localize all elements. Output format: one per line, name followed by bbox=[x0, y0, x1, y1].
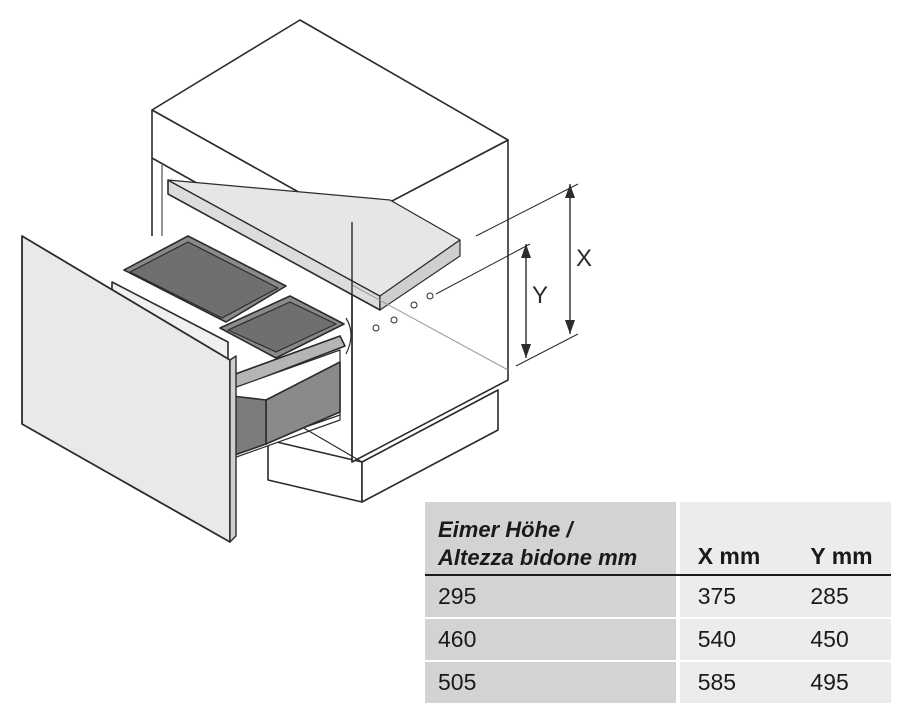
table-row: 460 540 450 bbox=[425, 617, 891, 661]
small-bin-inner bbox=[227, 301, 337, 353]
cell-height: 460 bbox=[425, 617, 677, 661]
drawer-side-ring bbox=[345, 317, 352, 355]
dimension-x-base bbox=[515, 333, 579, 367]
dimension-y-label: Y bbox=[532, 282, 548, 309]
header-x-mm: X mm bbox=[679, 502, 801, 576]
shelf-edge bbox=[379, 239, 461, 311]
cell-y: 495 bbox=[800, 660, 891, 703]
dimension-y-arrow-top bbox=[521, 244, 531, 258]
cell-height: 505 bbox=[425, 660, 677, 703]
cell-height: 295 bbox=[425, 575, 677, 618]
cell-x: 585 bbox=[679, 660, 801, 703]
header-bin-height-line2: Altezza bidone mm bbox=[438, 545, 638, 570]
table-row: 505 585 495 bbox=[425, 660, 891, 703]
cell-y: 450 bbox=[800, 617, 891, 661]
table-header-row: Eimer Höhe / Altezza bidone mm X mm Y mm bbox=[425, 502, 891, 576]
cell-x: 540 bbox=[679, 617, 801, 661]
header-bin-height-line1: Eimer Höhe / bbox=[438, 517, 573, 542]
dimension-x-extension-top bbox=[475, 183, 579, 237]
cell-y: 285 bbox=[800, 575, 891, 618]
dimension-x-arrow-top bbox=[565, 184, 575, 198]
drawer-front-edge bbox=[229, 355, 237, 543]
dimension-x-label: X bbox=[576, 245, 592, 272]
dimension-y-arrow-bottom bbox=[521, 344, 531, 358]
mounting-hole bbox=[426, 292, 434, 300]
table-row: 295 375 285 bbox=[425, 575, 891, 618]
cabinet-plinth bbox=[267, 439, 363, 503]
mounting-hole bbox=[410, 301, 418, 309]
cell-x: 375 bbox=[679, 575, 801, 618]
cabinet-plinth-side bbox=[361, 389, 499, 503]
header-y-mm: Y mm bbox=[800, 502, 891, 576]
dimension-y-extension-top bbox=[435, 243, 531, 295]
large-bin-inner bbox=[129, 241, 279, 319]
dimension-x-arrow-bottom bbox=[565, 320, 575, 334]
mounting-hole bbox=[372, 324, 380, 332]
mounting-hole bbox=[390, 316, 398, 324]
header-bin-height: Eimer Höhe / Altezza bidone mm bbox=[425, 502, 677, 576]
bin-height-dimension-table: Eimer Höhe / Altezza bidone mm X mm Y mm… bbox=[425, 502, 891, 703]
interior-hidden-line bbox=[351, 284, 509, 371]
header-gap bbox=[676, 502, 680, 576]
